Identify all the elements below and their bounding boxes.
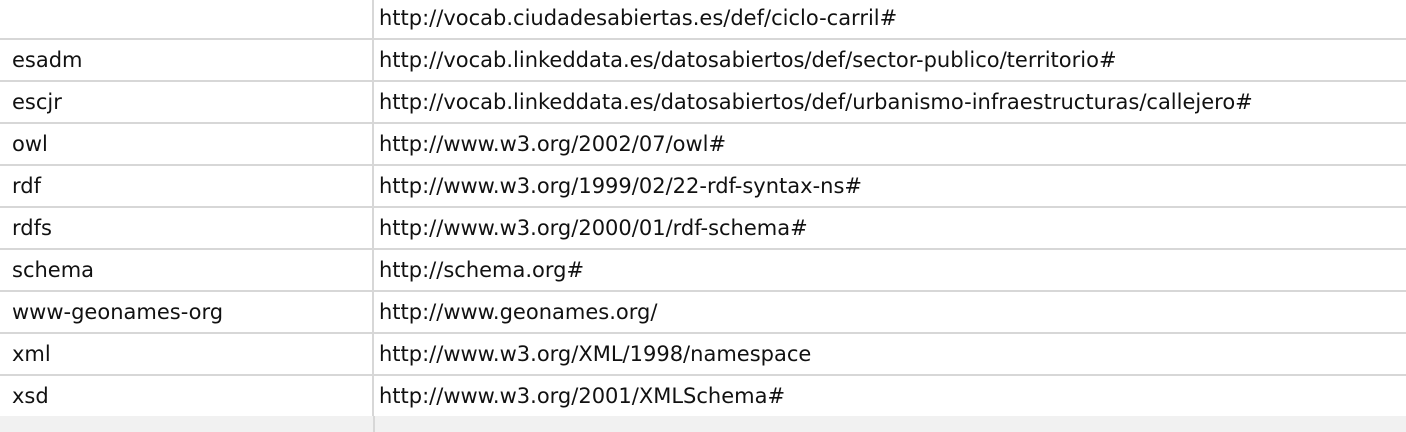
table-row[interactable]: www-geonames-org http://www.geonames.org… [0, 291, 1406, 334]
prefix-cell[interactable]: xsd [0, 375, 374, 418]
namespace-cell[interactable]: http://www.w3.org/1999/02/22-rdf-syntax-… [373, 165, 1406, 208]
namespace-cell[interactable]: http://www.geonames.org/ [373, 291, 1406, 334]
table-row[interactable]: http://vocab.ciudadesabiertas.es/def/cic… [0, 0, 1406, 40]
prefix-namespace-table: http://vocab.ciudadesabiertas.es/def/cic… [0, 0, 1406, 418]
prefix-cell[interactable]: xml [0, 333, 374, 376]
table-row[interactable]: owl http://www.w3.org/2002/07/owl# [0, 123, 1406, 166]
table-row[interactable]: schema http://schema.org# [0, 249, 1406, 292]
prefix-cell[interactable]: schema [0, 249, 374, 292]
namespace-cell[interactable]: http://www.w3.org/2000/01/rdf-schema# [373, 207, 1406, 250]
prefix-cell[interactable]: esadm [0, 39, 374, 82]
prefix-cell[interactable] [0, 0, 374, 40]
prefix-cell[interactable]: rdfs [0, 207, 374, 250]
namespace-cell[interactable]: http://vocab.linkeddata.es/datosabiertos… [373, 81, 1406, 124]
table-row[interactable]: rdf http://www.w3.org/1999/02/22-rdf-syn… [0, 165, 1406, 208]
table-row[interactable]: xml http://www.w3.org/XML/1998/namespace [0, 333, 1406, 376]
prefix-cell[interactable]: www-geonames-org [0, 291, 374, 334]
prefix-cell[interactable]: rdf [0, 165, 374, 208]
namespace-cell[interactable]: http://vocab.linkeddata.es/datosabiertos… [373, 39, 1406, 82]
table-row[interactable]: xsd http://www.w3.org/2001/XMLSchema# [0, 375, 1406, 418]
table-row[interactable]: escjr http://vocab.linkeddata.es/datosab… [0, 81, 1406, 124]
column-divider[interactable] [373, 416, 375, 432]
namespace-cell[interactable]: http://www.w3.org/XML/1998/namespace [373, 333, 1406, 376]
namespace-cell[interactable]: http://www.w3.org/2001/XMLSchema# [373, 375, 1406, 418]
prefix-cell[interactable]: escjr [0, 81, 374, 124]
namespace-cell[interactable]: http://www.w3.org/2002/07/owl# [373, 123, 1406, 166]
namespace-cell[interactable]: http://schema.org# [373, 249, 1406, 292]
table-empty-area [0, 416, 1406, 432]
prefix-cell[interactable]: owl [0, 123, 374, 166]
table-row[interactable]: rdfs http://www.w3.org/2000/01/rdf-schem… [0, 207, 1406, 250]
namespace-cell[interactable]: http://vocab.ciudadesabiertas.es/def/cic… [373, 0, 1406, 40]
table-row[interactable]: esadm http://vocab.linkeddata.es/datosab… [0, 39, 1406, 82]
